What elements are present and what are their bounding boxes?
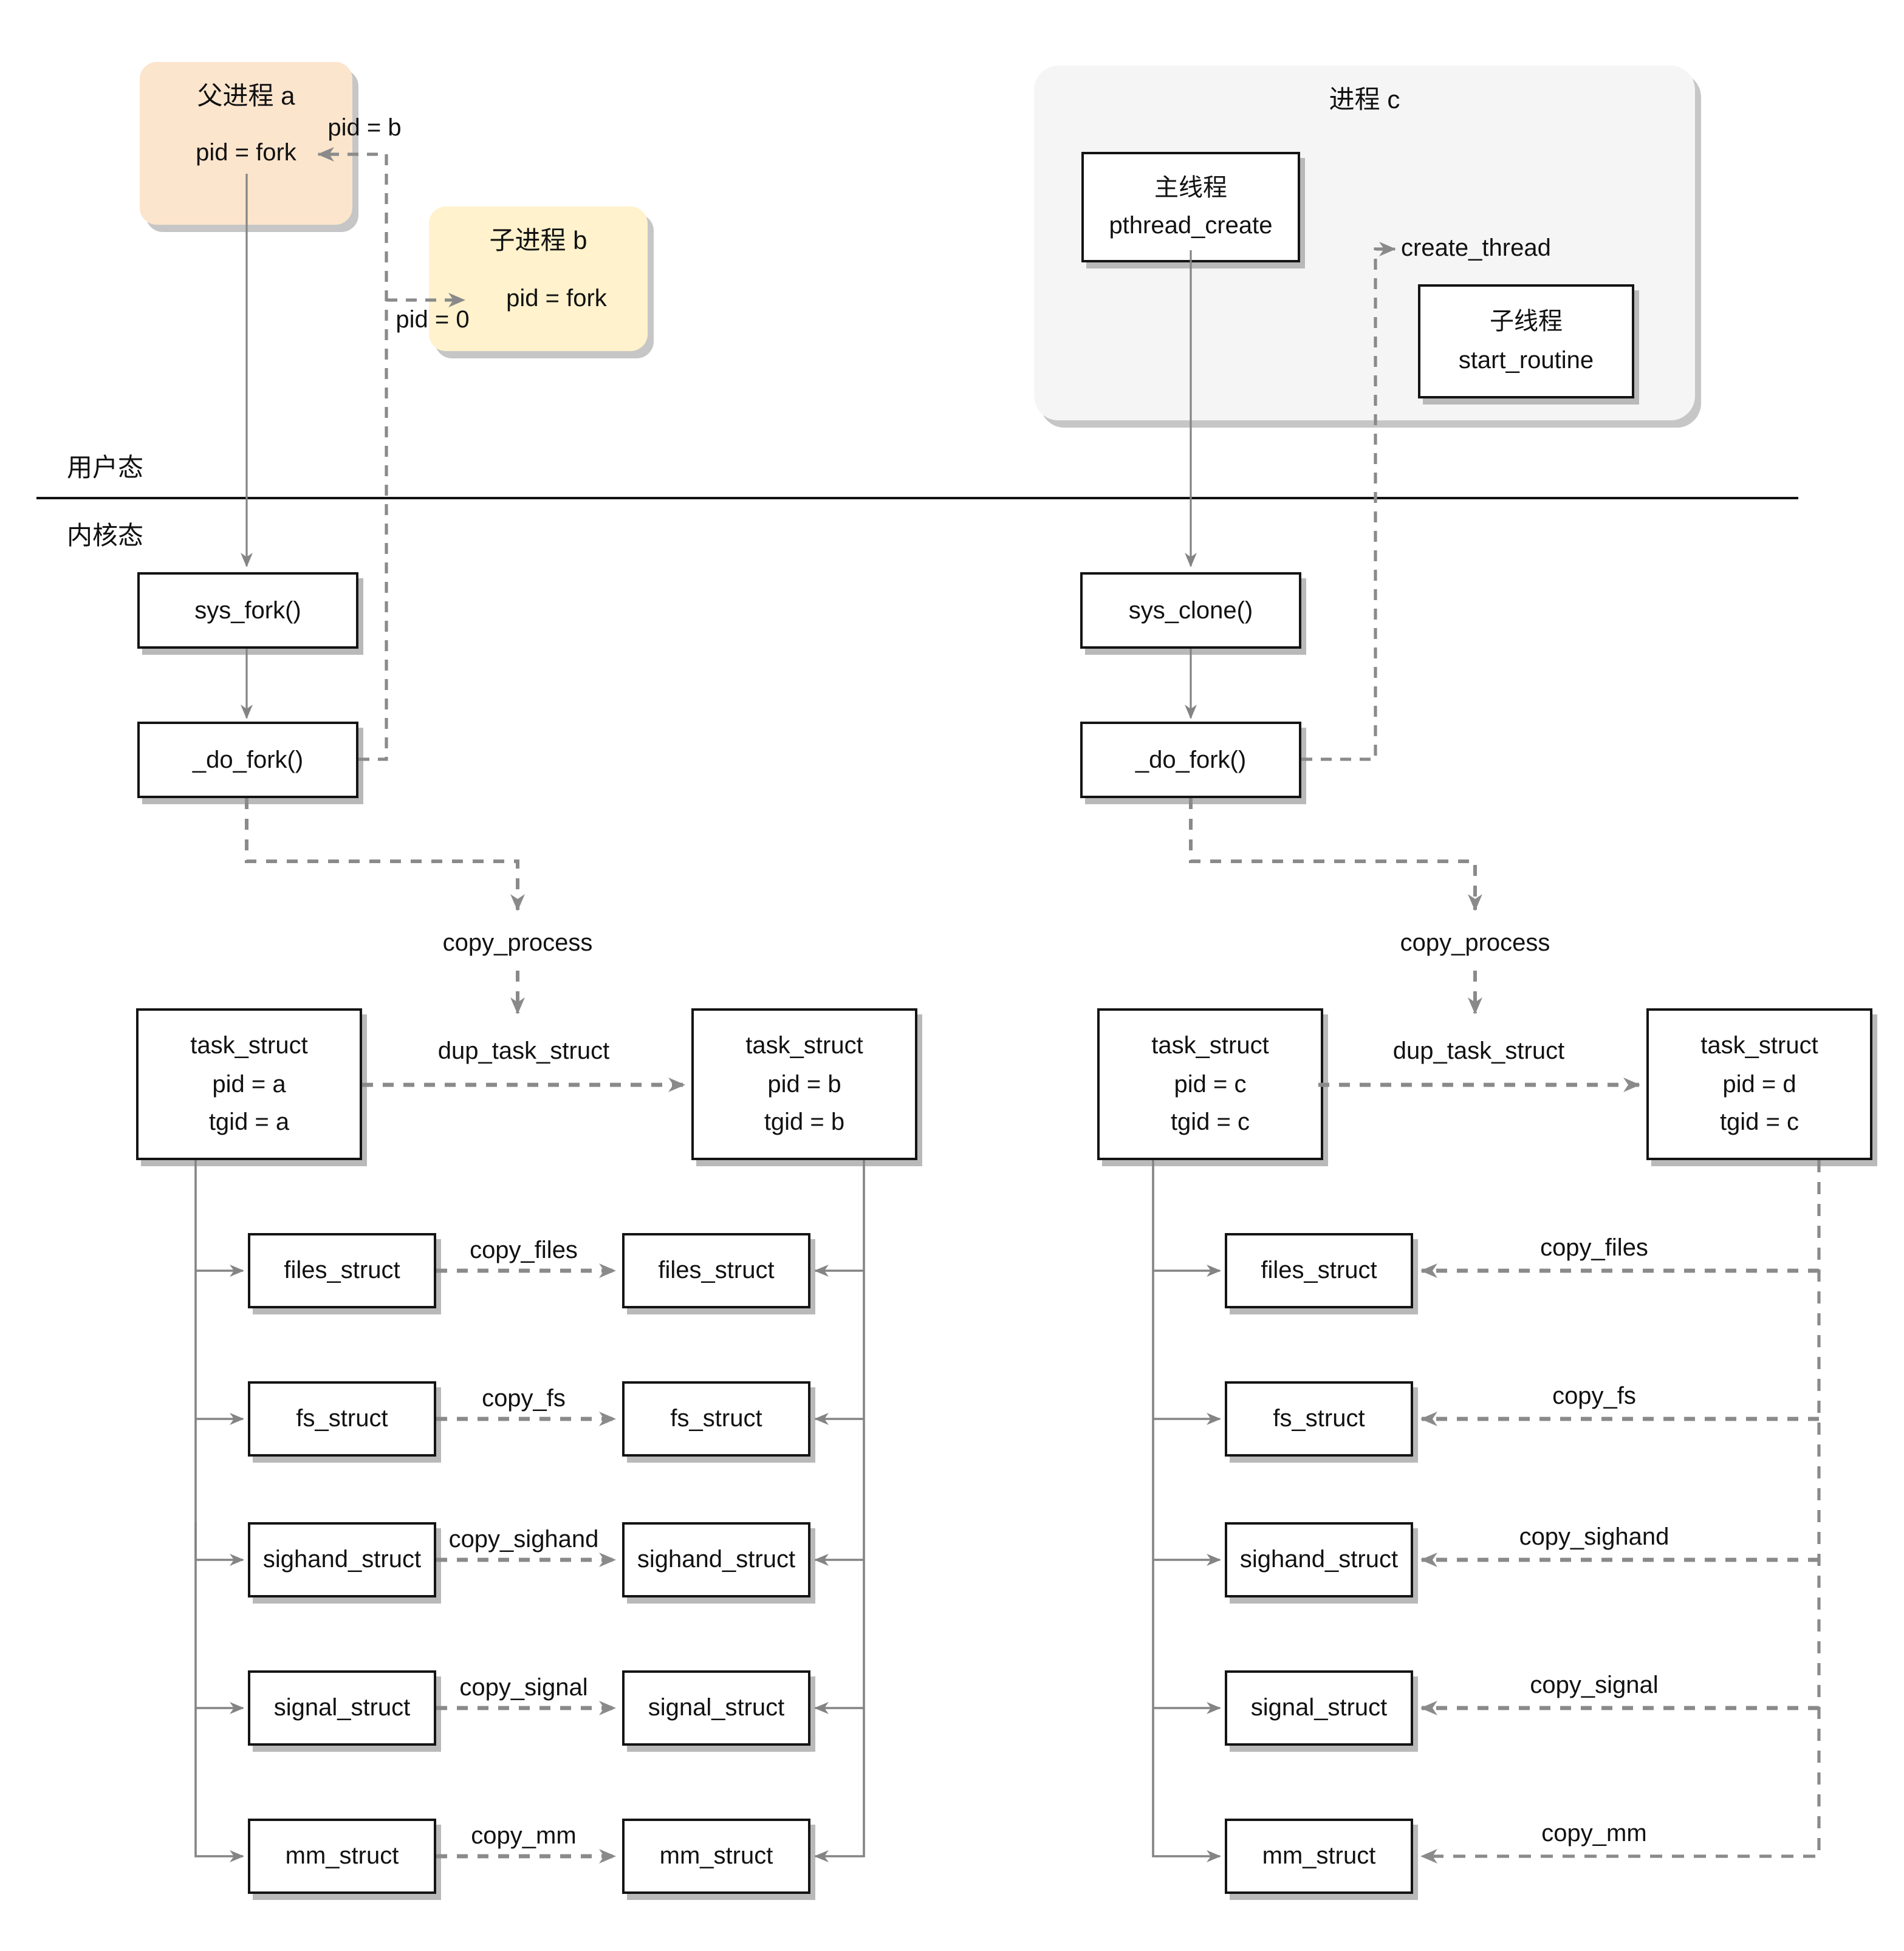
task-d-title: task_struct [1700,1033,1818,1060]
copy-signal-label-left: copy_signal [459,1675,588,1701]
sighand-struct-c-box: sighand_struct [1225,1522,1413,1597]
pid-0-return-label: pid = 0 [396,307,470,333]
copy-process-label-right: copy_process [1400,930,1550,957]
copy-sighand-label-right: copy_sighand [1519,1524,1669,1551]
sys-fork-box: sys_fork() [137,572,358,649]
files-struct-a-box: files_struct [248,1233,436,1308]
task-b-pid: pid = b [767,1071,841,1098]
sys-clone-label: sys_clone() [1128,597,1253,624]
dup-task-struct-label-left: dup_task_struct [437,1038,610,1065]
task-b-spine [814,1160,865,1862]
child-pid-fork-text: pid = fork [506,285,607,312]
do-fork-right-box: _do_fork() [1080,722,1301,798]
copy-mm-label-right: copy_mm [1541,1820,1647,1847]
start-routine-label: start_routine [1458,347,1594,375]
copy-files-label-right: copy_files [1540,1235,1648,1262]
task-struct-b-box: task_struct pid = b tgid = b [691,1008,917,1160]
task-c-pid: pid = c [1174,1071,1247,1098]
signal-struct-a-label: signal_struct [273,1695,411,1721]
task-d-pid: pid = d [1722,1071,1796,1098]
dofork-to-copyprocess-right [1189,798,1482,911]
dup-task-struct-label-right: dup_task_struct [1392,1038,1565,1065]
copy-files-label-left: copy_files [470,1237,578,1264]
task-struct-c-box: task_struct pid = c tgid = c [1097,1008,1323,1160]
task-a-spine [194,1160,244,1862]
mm-struct-c-box: mm_struct [1225,1819,1413,1894]
child-process-b-box: 子进程 b pid = fork [429,207,648,351]
copy-sighand-label-left: copy_sighand [448,1526,599,1553]
fs-struct-b-label: fs_struct [670,1406,762,1432]
main-thread-box: 主线程 pthread_create [1081,152,1300,262]
create-thread-label: create_thread [1401,235,1551,262]
files-struct-c-box: files_struct [1225,1233,1413,1308]
task-a-title: task_struct [190,1033,308,1060]
task-c-spine [1152,1160,1221,1862]
parent-pid-fork-text: pid = fork [196,140,296,166]
main-thread-label: 主线程 [1154,174,1227,202]
task-a-pid: pid = a [212,1071,286,1098]
parent-process-a-title: 父进程 a [197,83,295,111]
sys-fork-label: sys_fork() [194,597,301,624]
mm-struct-a-label: mm_struct [285,1843,399,1870]
signal-struct-b-box: signal_struct [622,1670,810,1746]
mm-struct-b-label: mm_struct [659,1843,773,1870]
pid-b-return-label: pid = b [327,115,402,142]
copy-process-label-left: copy_process [442,930,593,957]
user-mode-label: 用户态 [67,454,143,482]
mm-struct-b-box: mm_struct [622,1819,810,1894]
task-b-tgid: tgid = b [764,1109,845,1136]
copy-fs-label-left: copy_fs [482,1386,566,1412]
mm-struct-c-label: mm_struct [1262,1843,1376,1870]
do-fork-right-label: _do_fork() [1135,747,1247,773]
task-d-tgid: tgid = c [1719,1109,1800,1136]
sighand-struct-a-label: sighand_struct [262,1546,422,1573]
sub-thread-label: 子线程 [1490,308,1563,335]
task-struct-d-box: task_struct pid = d tgid = c [1646,1008,1872,1160]
parent-process-a-box: 父进程 a pid = fork [140,62,352,225]
fs-struct-c-label: fs_struct [1273,1406,1365,1432]
files-struct-b-box: files_struct [622,1233,810,1308]
copy-mm-label-left: copy_mm [471,1823,577,1850]
do-fork-left-box: _do_fork() [137,722,358,798]
signal-struct-a-box: signal_struct [248,1670,436,1746]
signal-struct-c-label: signal_struct [1250,1695,1388,1721]
sighand-struct-b-box: sighand_struct [622,1522,810,1597]
copy-fs-label-right: copy_fs [1552,1383,1636,1410]
signal-struct-b-label: signal_struct [648,1695,785,1721]
do-fork-left-label: _do_fork() [192,747,304,773]
task-b-title: task_struct [745,1033,863,1060]
files-struct-b-label: files_struct [658,1257,775,1284]
sys-clone-box: sys_clone() [1080,572,1301,649]
pthread-create-label: pthread_create [1109,213,1273,240]
fs-struct-b-box: fs_struct [622,1381,810,1457]
sighand-struct-b-label: sighand_struct [637,1546,796,1573]
fs-struct-a-label: fs_struct [296,1406,388,1432]
sighand-struct-a-box: sighand_struct [248,1522,436,1597]
task-c-tgid: tgid = c [1170,1109,1250,1136]
kernel-mode-label: 内核态 [67,522,143,550]
sub-thread-box: 子线程 start_routine [1418,284,1634,398]
sighand-struct-c-label: sighand_struct [1239,1546,1399,1573]
task-d-spine [1420,1160,1821,1864]
fs-struct-c-box: fs_struct [1225,1381,1413,1457]
dofork-to-copyprocess-left [245,798,525,911]
dofork-return-to-parent-line [317,147,388,761]
signal-struct-c-box: signal_struct [1225,1670,1413,1746]
mm-struct-a-box: mm_struct [248,1819,436,1894]
fs-struct-a-box: fs_struct [248,1381,436,1457]
task-c-title: task_struct [1151,1033,1269,1060]
task-a-tgid: tgid = a [208,1109,290,1136]
task-struct-a-box: task_struct pid = a tgid = a [136,1008,362,1160]
child-process-b-title: 子进程 b [489,227,587,255]
files-struct-c-label: files_struct [1261,1257,1377,1284]
files-struct-a-label: files_struct [284,1257,400,1284]
copy-signal-label-right: copy_signal [1530,1672,1659,1699]
process-c-title: 进程 c [1329,86,1400,114]
